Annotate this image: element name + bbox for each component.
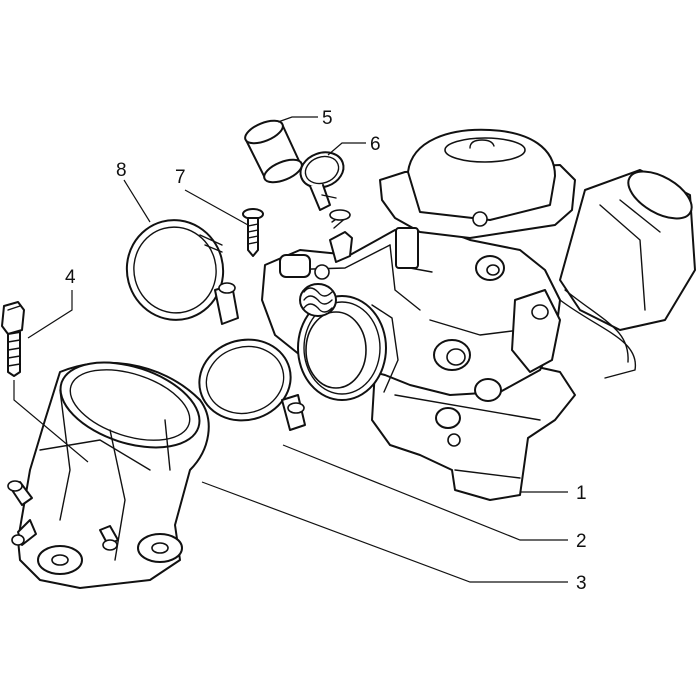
leader-line-4b bbox=[13, 380, 89, 463]
leader-line-2 bbox=[282, 444, 568, 541]
callout-6: 6 bbox=[370, 134, 381, 155]
callout-3: 3 bbox=[576, 573, 587, 594]
carburettor-assembly bbox=[261, 128, 696, 501]
large-hose-clamp-upper bbox=[125, 219, 239, 325]
leader-lines bbox=[13, 116, 568, 583]
intake-manifold bbox=[7, 361, 210, 589]
callout-5: 5 bbox=[322, 108, 333, 129]
callout-8: 8 bbox=[116, 160, 127, 181]
leader-line-8 bbox=[123, 179, 151, 223]
leader-line-6 bbox=[327, 142, 366, 156]
callout-labels: 1 2 3 4 5 6 7 8 bbox=[65, 108, 587, 594]
callout-4: 4 bbox=[65, 267, 76, 288]
leader-line-4 bbox=[27, 290, 73, 339]
small-hose-clamp bbox=[299, 151, 345, 211]
callout-1: 1 bbox=[576, 483, 587, 504]
screw-part bbox=[242, 208, 264, 257]
leader-line-7 bbox=[184, 189, 249, 226]
sleeve-part bbox=[244, 119, 303, 184]
bolt-part bbox=[1, 301, 25, 377]
leader-line-5 bbox=[277, 116, 318, 123]
large-hose-clamp-lower bbox=[198, 338, 306, 431]
callout-2: 2 bbox=[576, 531, 587, 552]
leader-line-3 bbox=[201, 481, 568, 583]
callout-7: 7 bbox=[175, 167, 186, 188]
